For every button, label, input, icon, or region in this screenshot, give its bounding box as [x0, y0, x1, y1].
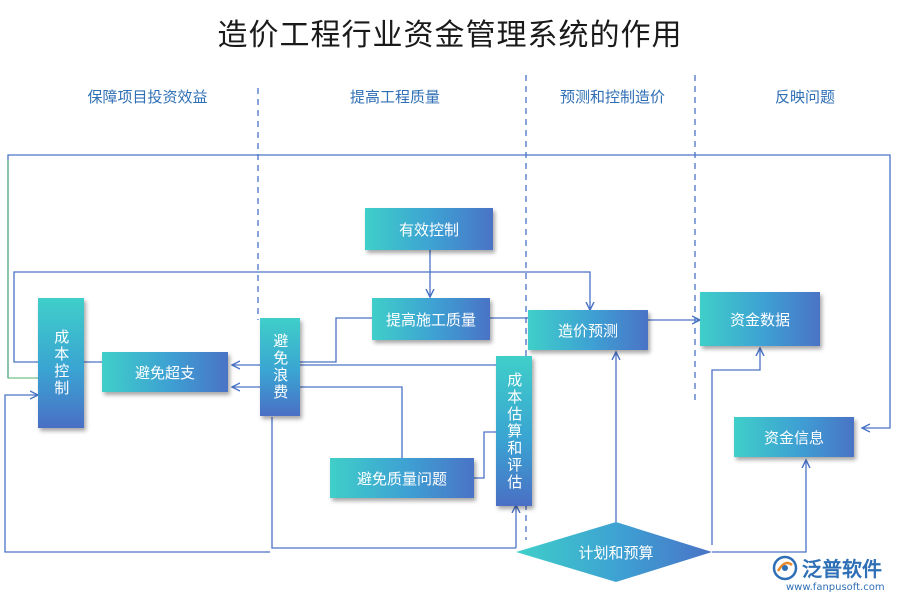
column-heading-investment: 保障项目投资效益: [87, 88, 208, 106]
column-heading-issues: 反映问题: [774, 88, 835, 106]
avoid-waste-node: 避免浪费: [260, 318, 300, 416]
effective-control-node: 有效控制: [365, 208, 493, 250]
funds-data-node: 资金数据: [700, 292, 820, 346]
fanpu-logo: 泛普软件: [772, 553, 882, 582]
plan-budget-label: 计划和预算: [578, 544, 654, 562]
fanpu-logo-icon: [772, 555, 798, 580]
cost-control-node: 成本控制: [38, 298, 84, 428]
logo-url: www.fanpusoft.com: [786, 582, 885, 593]
column-heading-quality: 提高工程质量: [349, 88, 440, 106]
avoid-quality-issue-node: 避免质量问题: [330, 458, 474, 498]
funds-info-node: 资金信息: [734, 417, 854, 457]
cost-estimate-node: 成本估算和评估: [496, 356, 532, 506]
logo-name: 泛普软件: [802, 557, 882, 581]
cost-forecast-node: 造价预测: [528, 310, 648, 350]
improve-quality-node: 提高施工质量: [372, 298, 490, 340]
plan-budget-diamond: [516, 522, 712, 582]
column-heading-forecast: 预测和控制造价: [559, 88, 665, 106]
avoid-overspend-node: 避免超支: [102, 352, 228, 392]
diagram-title: 造价工程行业资金管理系统的作用: [217, 18, 683, 53]
